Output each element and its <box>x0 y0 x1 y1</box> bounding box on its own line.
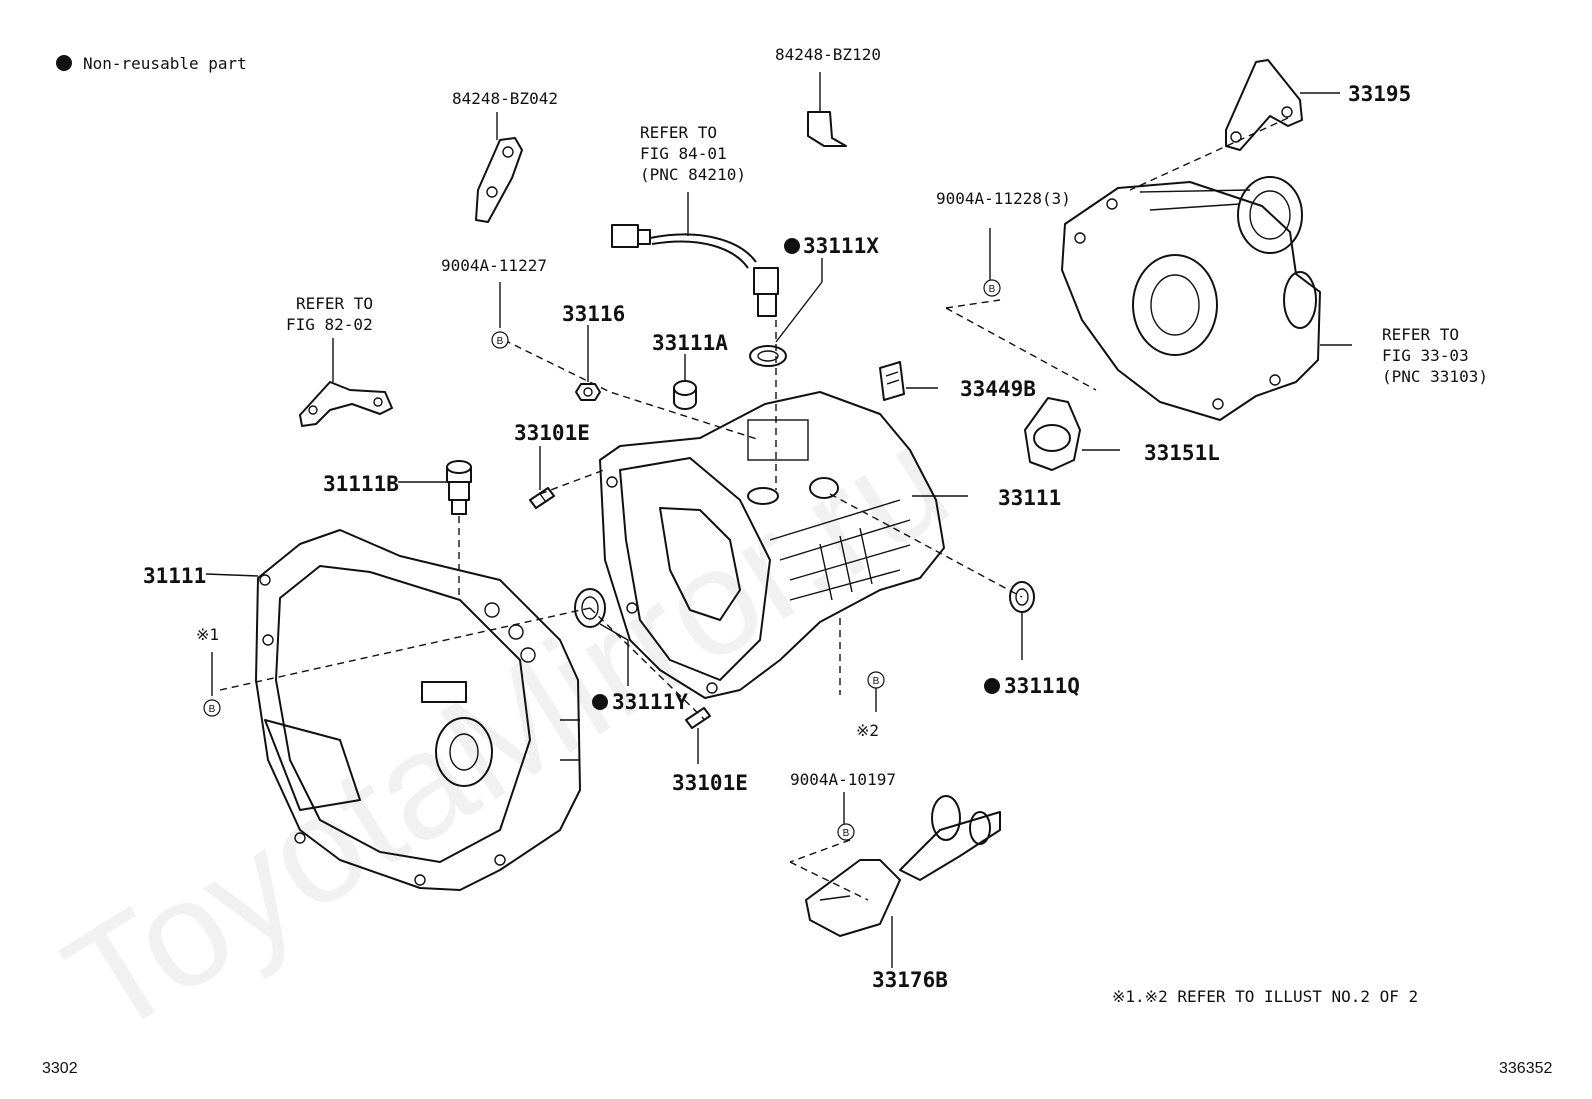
clutch-housing-drawing <box>255 529 581 891</box>
footnote: ※1.※2 REFER TO ILLUST NO.2 OF 2 <box>1112 987 1418 1006</box>
label-33111-case: 33111 <box>998 486 1061 510</box>
svg-text:B: B <box>497 336 504 347</box>
label-9004a-11228: 9004A-11228(3) <box>936 189 1071 208</box>
ref-marker-b-center: B <box>867 671 885 689</box>
shift-part-33176b-drawing <box>805 795 1001 937</box>
legend-text: Non-reusable part <box>83 54 247 73</box>
ref-marker-b-top: B <box>491 331 509 349</box>
dowel-pin-bottom-drawing <box>685 707 711 729</box>
label-84248-bz120: 84248-BZ120 <box>775 45 881 64</box>
oil-seal-33111y-drawing <box>574 588 606 628</box>
label-note-2: ※2 <box>856 721 879 740</box>
label-9004a-10197: 9004A-10197 <box>790 770 896 789</box>
breather-31111b-drawing <box>446 460 472 515</box>
refer-fig-84-01-line3: (PNC 84210) <box>640 165 746 184</box>
label-9004a-11227: 9004A-11227 <box>441 256 547 275</box>
ref-marker-b-left: B <box>203 699 221 717</box>
non-reusable-dot-icon <box>56 55 72 71</box>
bracket-fig-82-02-drawing <box>299 381 393 427</box>
refer-fig-84-01-line2: FIG 84-01 <box>640 144 727 163</box>
label-note-1: ※1 <box>196 625 219 644</box>
svg-text:B: B <box>873 676 880 687</box>
label-31111b: 31111B <box>323 472 399 496</box>
refer-fig-82-02-line2: FIG 82-02 <box>286 315 373 334</box>
illustration-number: 336352 <box>1499 1060 1552 1077</box>
label-33449b: 33449B <box>960 377 1036 401</box>
refer-fig-82-02-line1: REFER TO <box>296 294 373 313</box>
label-84248-bz042: 84248-BZ042 <box>452 89 558 108</box>
bracket-33195-drawing <box>1225 59 1303 151</box>
plate-33449b-drawing <box>879 361 905 401</box>
ref-marker-b-right: B <box>983 279 1001 297</box>
page-number: 3302 <box>42 1060 78 1077</box>
label-33101e-bottom: 33101E <box>672 771 748 795</box>
label-33195: 33195 <box>1348 82 1411 106</box>
dowel-pin-top-drawing <box>529 487 555 509</box>
nut-33116-drawing <box>575 383 601 401</box>
label-33111y: 33111Y <box>612 690 688 714</box>
label-33111x: 33111X <box>803 234 879 258</box>
plug-33111a-drawing <box>673 380 697 410</box>
non-reusable-dot-icon <box>592 694 608 710</box>
label-33176b: 33176B <box>872 968 948 992</box>
non-reusable-dot-icon <box>984 678 1000 694</box>
svg-text:B: B <box>209 704 216 715</box>
svg-text:B: B <box>989 284 996 295</box>
label-33111a: 33111A <box>652 331 728 355</box>
refer-fig-84-01-line1: REFER TO <box>640 123 717 142</box>
ref-marker-b-bottom: B <box>837 823 855 841</box>
svg-text:B: B <box>843 828 850 839</box>
extension-housing-drawing <box>1061 176 1321 421</box>
label-33111q: 33111Q <box>1004 674 1080 698</box>
transmission-case-drawing <box>599 391 945 699</box>
non-reusable-dot-icon <box>784 238 800 254</box>
refer-fig-33-03-line1: REFER TO <box>1382 325 1459 344</box>
label-33151l: 33151L <box>1144 441 1220 465</box>
refer-fig-33-03-line3: (PNC 33103) <box>1382 367 1488 386</box>
bracket-84248-bz120-drawing <box>807 111 847 147</box>
retainer-33151l-drawing <box>1024 397 1081 471</box>
label-33101e-top: 33101E <box>514 421 590 445</box>
refer-fig-33-03-line2: FIG 33-03 <box>1382 346 1469 365</box>
oring-33111x-drawing <box>749 345 787 367</box>
label-31111-housing: 31111 <box>143 564 206 588</box>
label-33116: 33116 <box>562 302 625 326</box>
bracket-84248-bz042-drawing <box>475 137 523 223</box>
speed-sensor-harness-drawing <box>611 224 779 317</box>
